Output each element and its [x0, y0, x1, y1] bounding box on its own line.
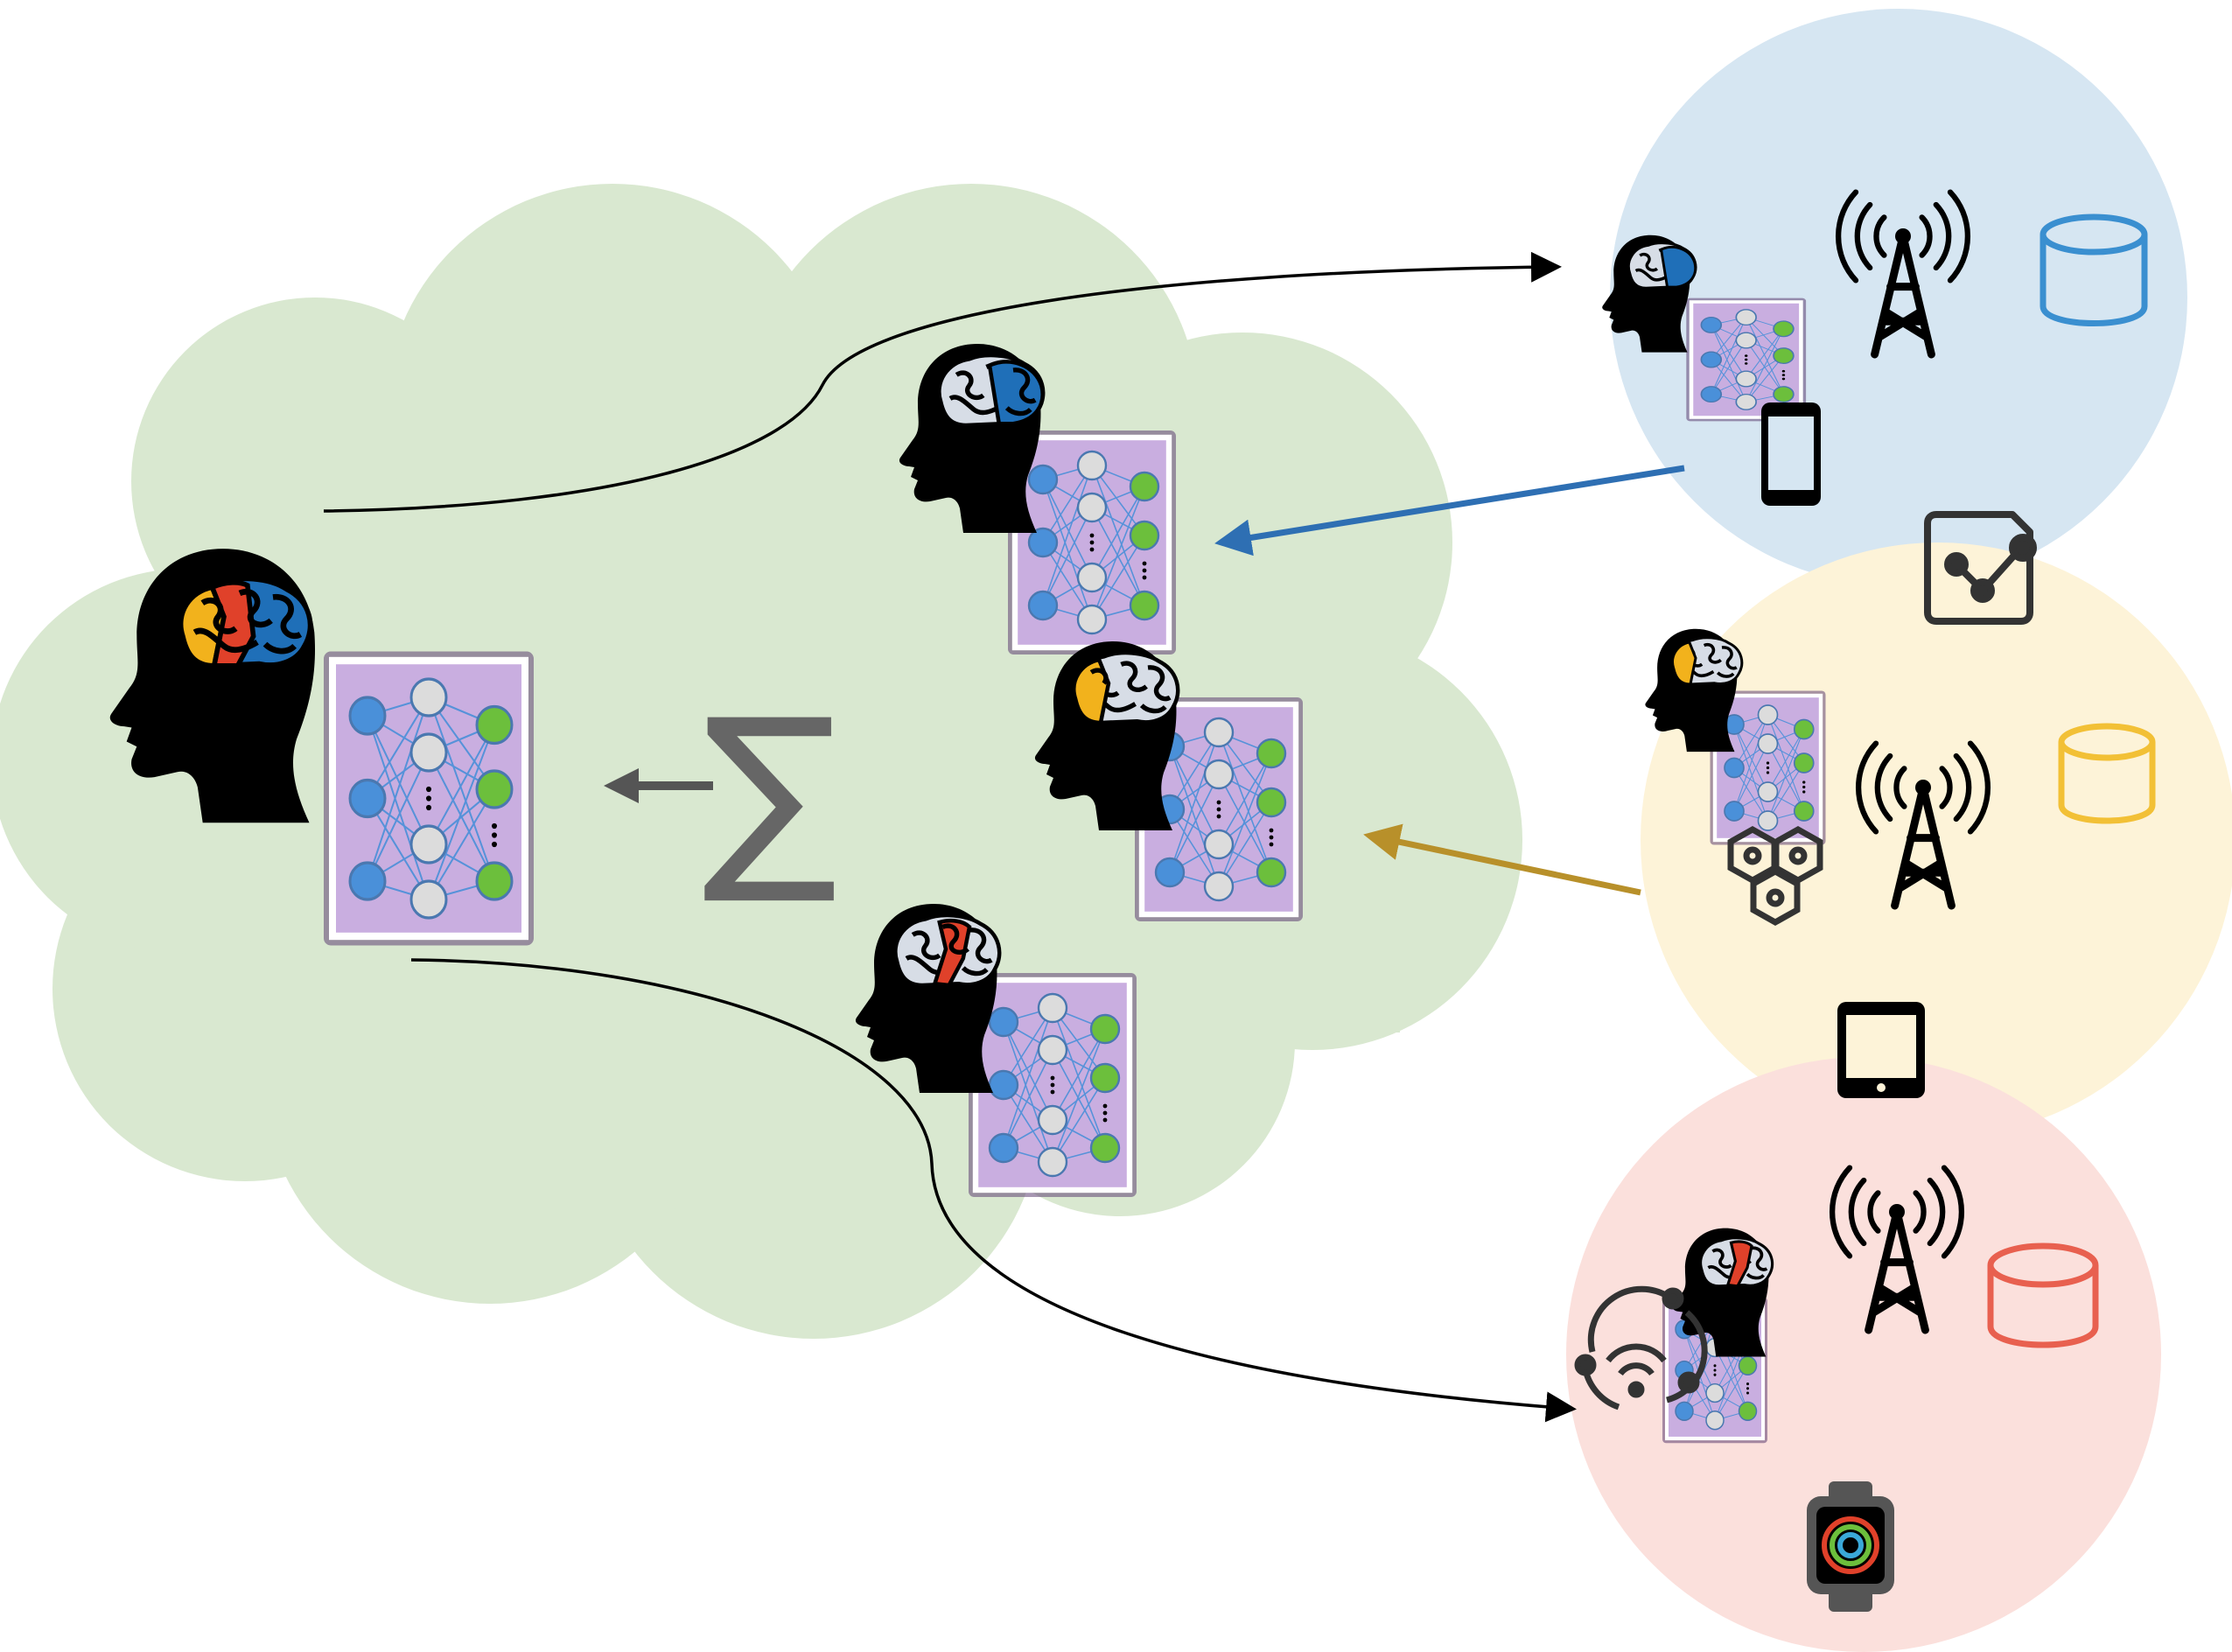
database-icon — [2058, 723, 2156, 824]
client-model-yellow — [1034, 641, 1303, 921]
wifi-hub-icon — [1574, 1285, 1708, 1410]
client-red-circle — [1566, 1057, 2161, 1652]
global-model — [109, 549, 534, 945]
smartphone-icon — [1761, 402, 1821, 506]
database-icon — [1987, 1242, 2099, 1348]
client-blue-circle — [1610, 9, 2187, 586]
server-cloud — [0, 184, 1522, 1339]
client-yellow-model — [1645, 628, 1825, 845]
client-blue-model — [1602, 234, 1806, 422]
client-model-red — [855, 904, 1137, 1197]
aggregation-symbol: ∑ — [703, 676, 838, 910]
broadcast-curve-top — [323, 251, 1562, 513]
upload-arrow-blue — [1214, 465, 1685, 556]
upload-arrow-gold — [1363, 823, 1641, 896]
document-share-icon — [1924, 511, 2037, 625]
smartwatch-icon — [1807, 1481, 1894, 1612]
hexagon-network-icon — [1727, 825, 1823, 927]
broadcast-curve-bottom — [410, 958, 1577, 1423]
client-red-model — [1662, 1228, 1774, 1444]
tablet-icon — [1837, 1002, 1925, 1098]
database-icon — [2040, 214, 2148, 326]
aggregate-arrow — [604, 768, 713, 803]
client-model-blue — [899, 344, 1176, 654]
